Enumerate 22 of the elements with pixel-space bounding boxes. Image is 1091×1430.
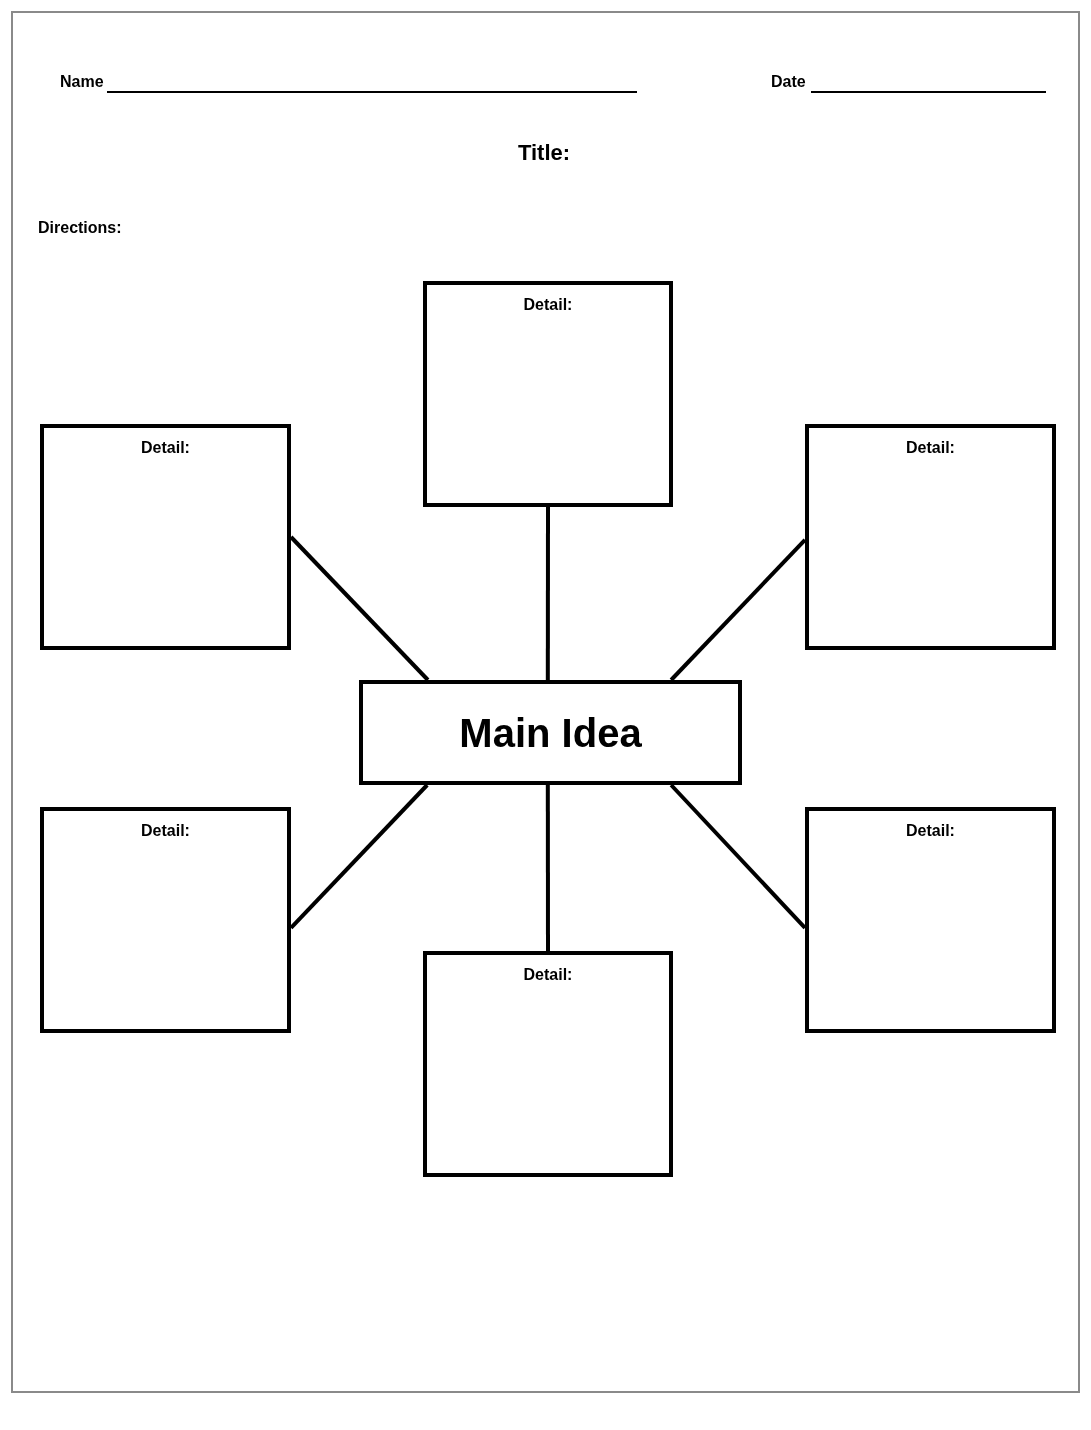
detail-prompt: Detail: xyxy=(141,438,190,458)
connector-line xyxy=(545,785,550,951)
directions-prompt: Directions: xyxy=(38,219,122,237)
detail-prompt: Detail: xyxy=(141,821,190,841)
detail-box xyxy=(805,424,1056,650)
connector-line xyxy=(669,538,807,682)
title-prompt: Title: xyxy=(517,140,571,166)
detail-prompt: Detail: xyxy=(523,295,573,315)
detail-prompt: Detail: xyxy=(523,965,573,985)
detail-box xyxy=(805,807,1056,1033)
detail-prompt: Detail: xyxy=(906,821,955,841)
main-idea-text: Main Idea xyxy=(459,709,642,756)
detail-box xyxy=(423,281,673,507)
detail-prompt: Detail: xyxy=(906,438,955,458)
field-label: Date xyxy=(771,73,806,91)
detail-box xyxy=(40,424,291,650)
detail-box xyxy=(40,807,291,1033)
detail-box xyxy=(423,951,673,1177)
main-idea-box xyxy=(359,680,742,785)
connector-line xyxy=(669,783,807,930)
connector-line xyxy=(545,507,550,680)
field-label: Name xyxy=(60,73,104,91)
